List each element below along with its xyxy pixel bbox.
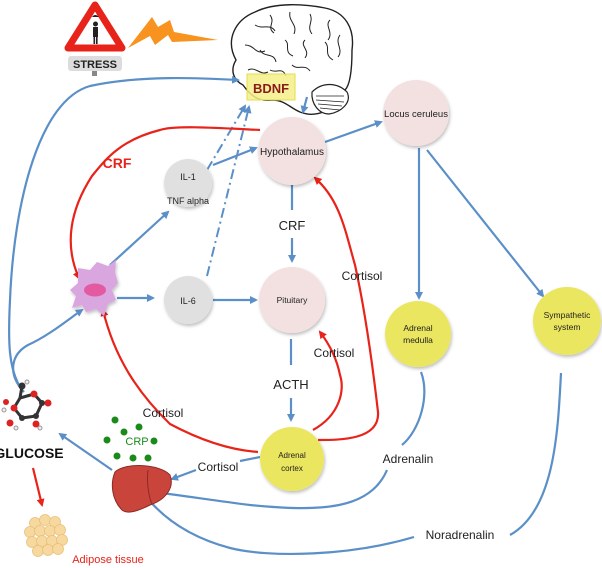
crp-label: CRP	[125, 436, 148, 448]
node-locus-ceruleus-label: Locus ceruleus	[384, 109, 448, 120]
arrow-adrenalin-to-liver	[150, 469, 389, 510]
node-sympathetic-label-1: Sympathetic	[544, 310, 592, 320]
lightning-bolt-icon	[128, 17, 218, 48]
node-adrenal-cortex[interactable]	[260, 427, 324, 491]
stress-sign-icon: STRESS	[64, 1, 126, 76]
node-adrenal-medulla-label-2: medulla	[403, 335, 433, 345]
arrow-cortisol-to-liver	[170, 468, 197, 481]
node-adrenal-medulla-label-1: Adrenal	[403, 323, 432, 333]
arrow-cortisol-to-macrophage	[100, 308, 259, 454]
node-adrenal-cortex-label-1: Adrenal	[278, 451, 306, 460]
adrenalin-label: Adrenalin	[383, 452, 434, 466]
cortisol-pituitary-label: Cortisol	[314, 346, 355, 360]
dashed-arrow-il1-to-bdnf	[206, 104, 247, 171]
acth-label: ACTH	[273, 377, 308, 392]
arrow-cortisol-to-pituitary	[312, 330, 343, 431]
node-adrenal-medulla[interactable]	[385, 301, 451, 367]
crf-red-label: CRF	[103, 155, 132, 171]
node-il6-label: IL-6	[180, 296, 196, 306]
glucose-molecule-icon	[1, 379, 52, 431]
arrow-glucose-to-adipose	[31, 467, 45, 507]
line-adrenal-medulla-adrenalin	[401, 371, 426, 446]
node-il1-tnf[interactable]	[164, 159, 212, 207]
glucose-label: GLUCOSE	[0, 445, 64, 461]
dashed-arrow-il6-to-bdnf	[206, 105, 252, 277]
arrow-crf-hypothalamus-to-macrophage	[69, 126, 261, 280]
node-il6[interactable]	[164, 276, 212, 324]
arrow-cortisol-to-hypothalamus	[313, 176, 380, 442]
node-pituitary[interactable]	[259, 267, 325, 333]
line-sympathetic-noradrenalin	[509, 372, 563, 536]
cortisol-hypothalamus-label: Cortisol	[342, 269, 383, 283]
node-pituitary-label: Pituitary	[277, 295, 308, 305]
liver-icon	[111, 465, 172, 513]
crf-axis-label: CRF	[279, 218, 306, 233]
cortisol-macrophage-label: Cortisol	[143, 406, 184, 420]
node-locus-ceruleus[interactable]	[383, 80, 449, 146]
noradrenalin-label: Noradrenalin	[426, 528, 495, 542]
line-adrenal-cortex-cortisol	[239, 455, 261, 463]
node-il1-label: IL-1	[180, 172, 196, 182]
arrow-liver-to-glucose	[58, 432, 113, 471]
arrow-glucose-to-brain	[7, 75, 240, 391]
adipose-cells-icon	[24, 514, 68, 557]
node-adrenal-cortex-label-2: cortex	[281, 464, 303, 473]
node-tnf-label: TNF alpha	[167, 196, 209, 206]
crp-dots	[103, 416, 158, 462]
node-hypothalamus[interactable]	[258, 117, 326, 185]
node-sympathetic-label-2: system	[554, 322, 581, 332]
arrow-locus-to-sympathetic	[426, 149, 545, 298]
stress-label: STRESS	[73, 59, 117, 71]
adipose-label: Adipose tissue	[72, 554, 144, 566]
bdnf-label: BDNF	[253, 81, 289, 96]
node-hypothalamus-label: Hypothalamus	[260, 147, 324, 158]
arrow-hypothalamus-to-locus	[324, 120, 383, 144]
bdnf-box: BDNF	[246, 73, 296, 101]
node-sympathetic-system[interactable]	[533, 287, 601, 355]
arrow-brain-to-hypothalamus	[300, 96, 309, 114]
cortisol-liver-label: Cortisol	[198, 460, 239, 474]
arrow-macrophage-to-il1	[109, 210, 170, 266]
arrow-il1-to-hypothalamus	[212, 146, 258, 167]
arrow-glucose-to-macrophage	[12, 308, 84, 393]
immune-cell-icon[interactable]	[70, 260, 118, 316]
arrow-noradrenalin-to-liver	[146, 497, 415, 555]
